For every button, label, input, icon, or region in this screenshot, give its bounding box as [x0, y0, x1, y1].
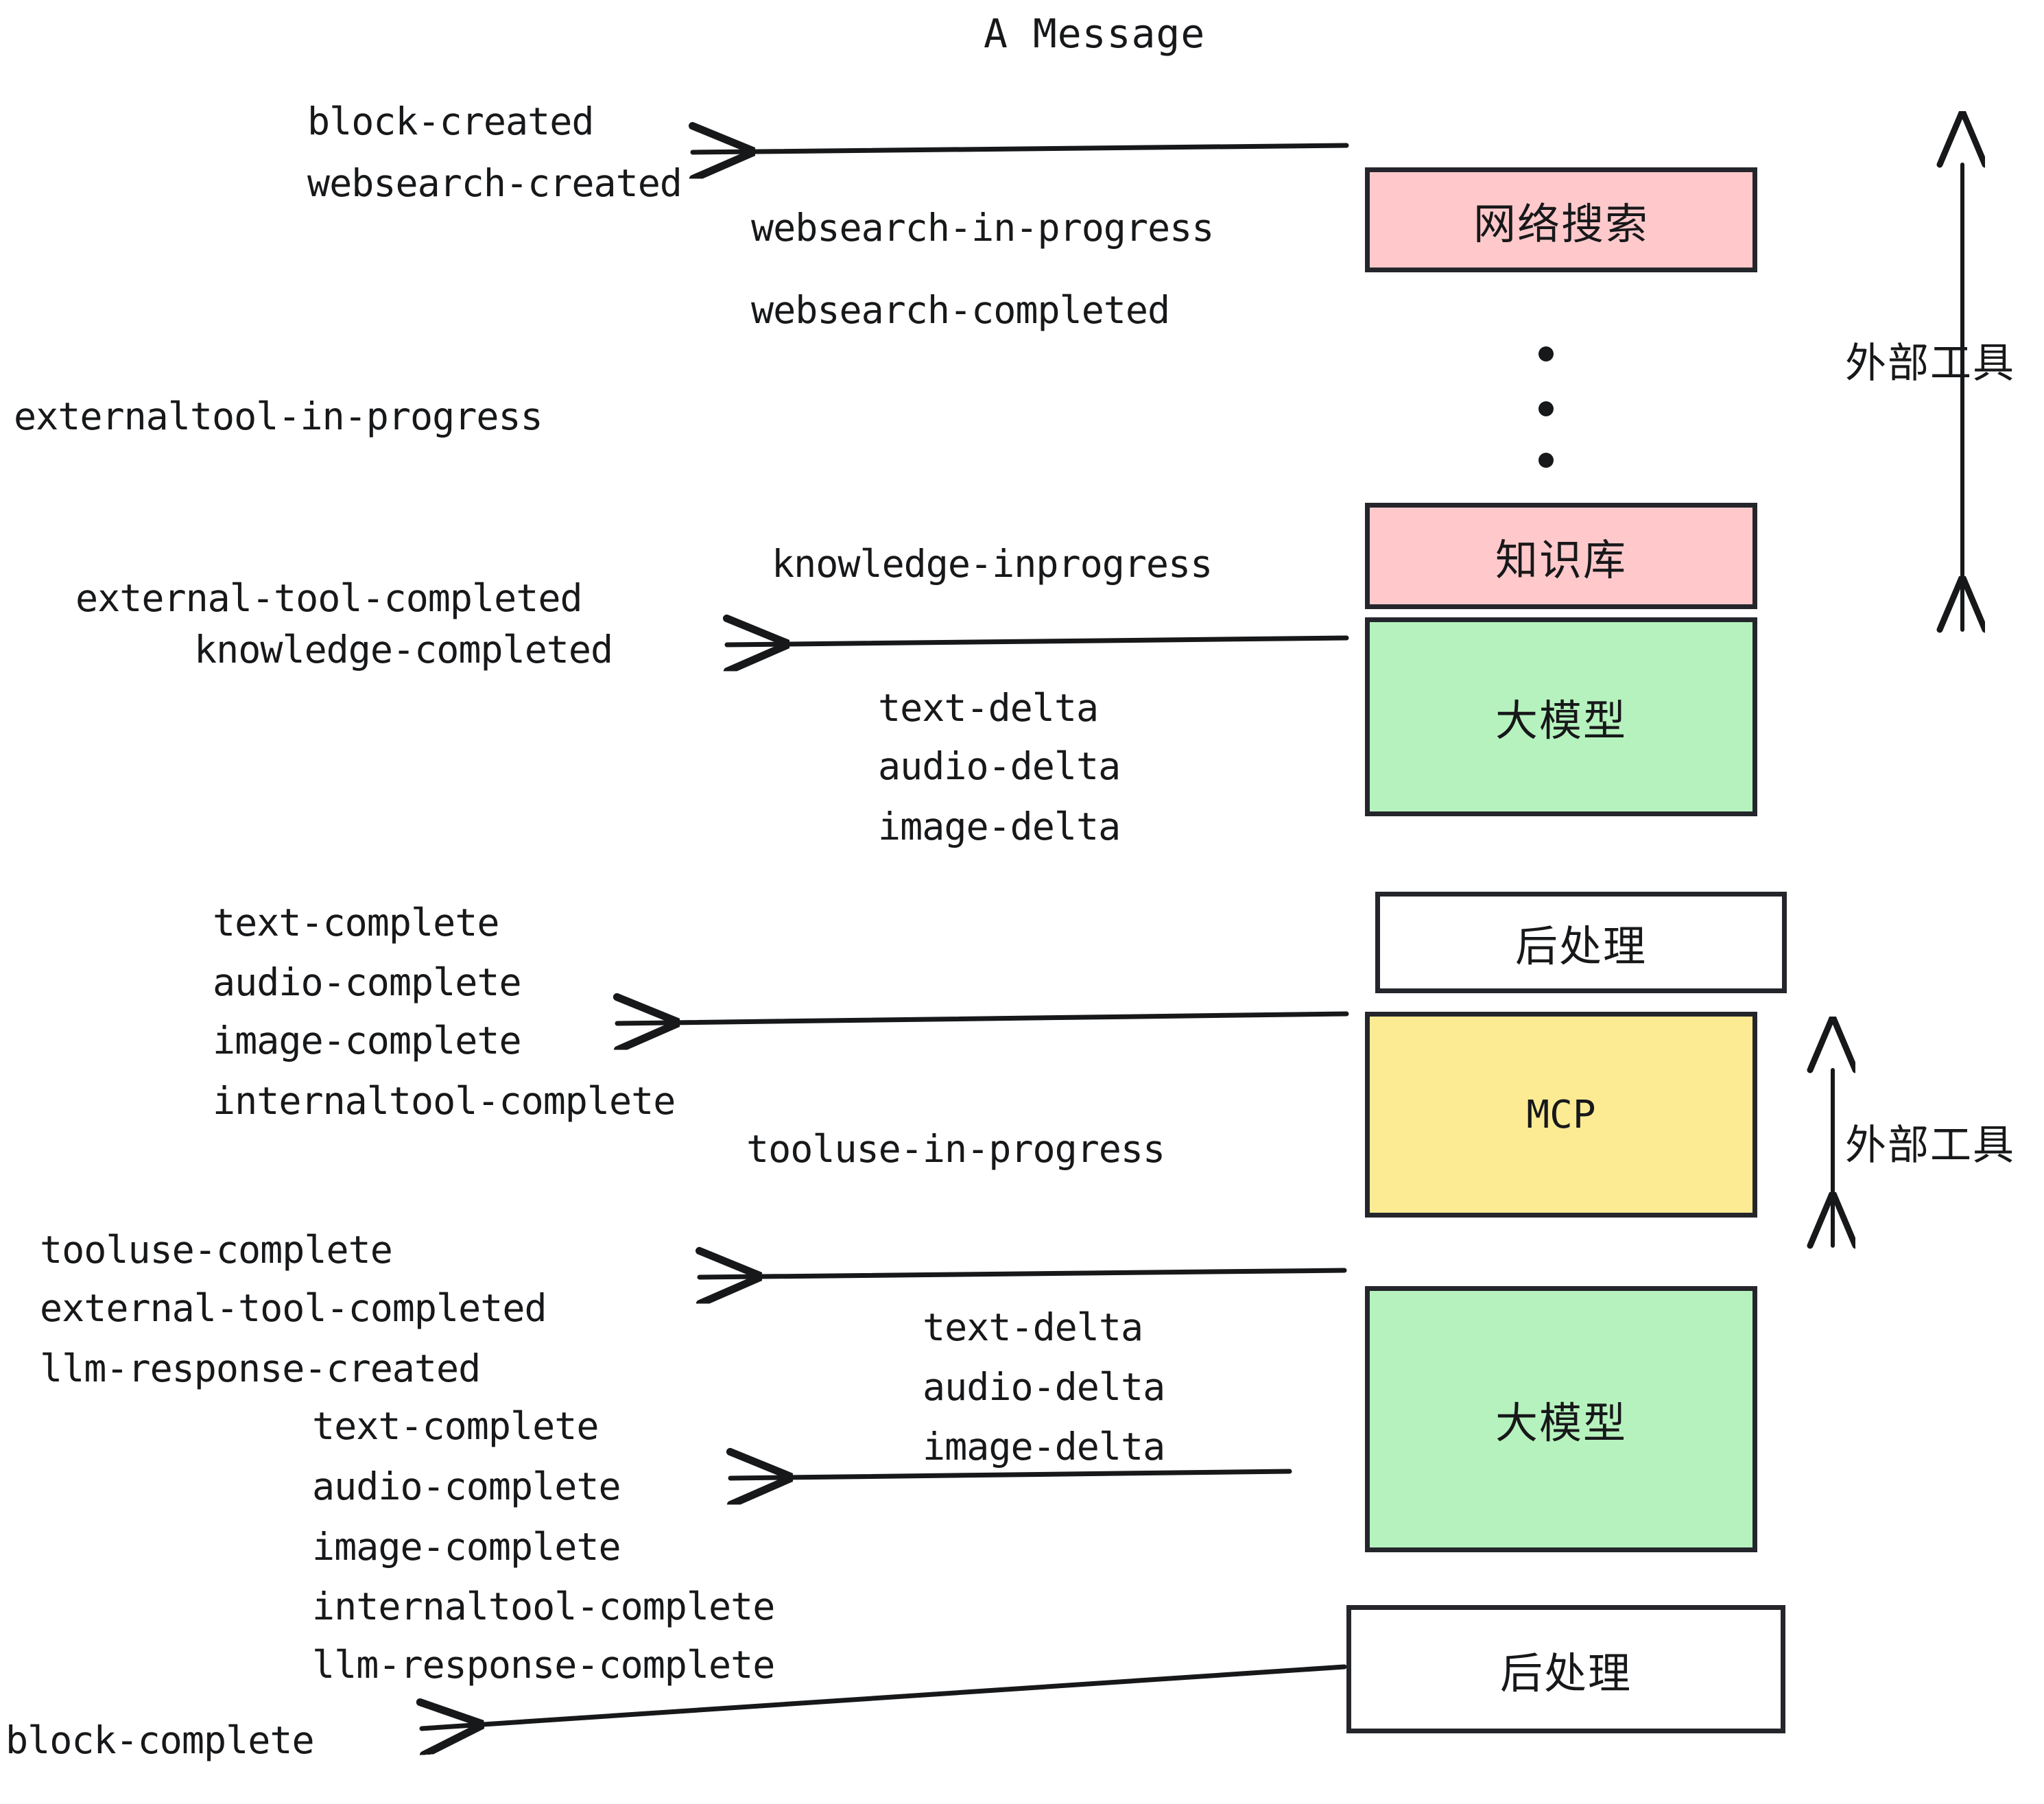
node-label: 大模型: [1495, 1398, 1627, 1448]
node-label: 大模型: [1495, 696, 1627, 746]
event-label: external-tool-completed: [75, 576, 583, 620]
node-box[interactable]: 后处理: [1375, 892, 1787, 993]
event-label: text-delta: [923, 1305, 1143, 1349]
node-box[interactable]: 知识库: [1365, 503, 1757, 609]
event-label: websearch-created: [307, 161, 682, 205]
node-box[interactable]: 大模型: [1365, 1286, 1757, 1552]
flow-arrow: [693, 145, 1349, 152]
node-box[interactable]: 网络搜索: [1365, 167, 1757, 272]
flow-arrow: [730, 1471, 1292, 1478]
event-label: image-delta: [923, 1425, 1165, 1469]
event-label: image-complete: [213, 1019, 522, 1063]
event-label: audio-complete: [213, 960, 522, 1004]
event-label: tooluse-complete: [40, 1228, 393, 1272]
event-label: knowledge-completed: [194, 628, 613, 672]
event-label: websearch-in-progress: [751, 206, 1214, 250]
event-label: llm-response-created: [40, 1346, 481, 1390]
event-label: audio-complete: [312, 1464, 621, 1508]
node-label: MCP: [1526, 1092, 1596, 1137]
ellipsis-dot-icon: [1538, 346, 1554, 361]
event-label: external-tool-completed: [40, 1286, 547, 1330]
node-label: 知识库: [1495, 534, 1627, 585]
node-label: 后处理: [1514, 921, 1647, 971]
event-label: block-created: [307, 99, 594, 143]
event-label: audio-delta: [878, 744, 1121, 788]
event-label: image-complete: [312, 1525, 621, 1569]
ellipsis-dot-icon: [1538, 401, 1554, 416]
external-tools-label: 外部工具: [1845, 1121, 2015, 1170]
event-label: image-delta: [878, 805, 1121, 848]
ellipsis-dot-icon: [1538, 453, 1554, 468]
event-label: internaltool-complete: [213, 1079, 676, 1123]
event-label: knowledge-inprogress: [772, 542, 1213, 586]
event-label: tooluse-in-progress: [746, 1127, 1165, 1171]
event-label: externaltool-in-progress: [14, 394, 543, 438]
flow-arrow: [727, 638, 1349, 645]
event-label: text-complete: [213, 901, 499, 945]
event-label: text-complete: [312, 1404, 599, 1448]
external-tools-label: 外部工具: [1845, 340, 2015, 388]
event-label: llm-response-complete: [312, 1643, 775, 1687]
event-label: text-delta: [878, 686, 1099, 730]
node-label: 网络搜索: [1473, 198, 1649, 249]
node-box[interactable]: MCP: [1365, 1012, 1757, 1218]
flow-arrow: [617, 1014, 1349, 1023]
page-title: A Message: [984, 10, 1206, 57]
event-label: websearch-completed: [751, 288, 1170, 332]
event-label: internaltool-complete: [312, 1585, 775, 1628]
flow-arrow: [700, 1270, 1347, 1277]
event-label: block-complete: [5, 1718, 315, 1762]
node-box[interactable]: 后处理: [1346, 1605, 1785, 1733]
node-label: 后处理: [1499, 1648, 1632, 1698]
event-label: audio-delta: [923, 1365, 1165, 1409]
node-box[interactable]: 大模型: [1365, 617, 1757, 816]
